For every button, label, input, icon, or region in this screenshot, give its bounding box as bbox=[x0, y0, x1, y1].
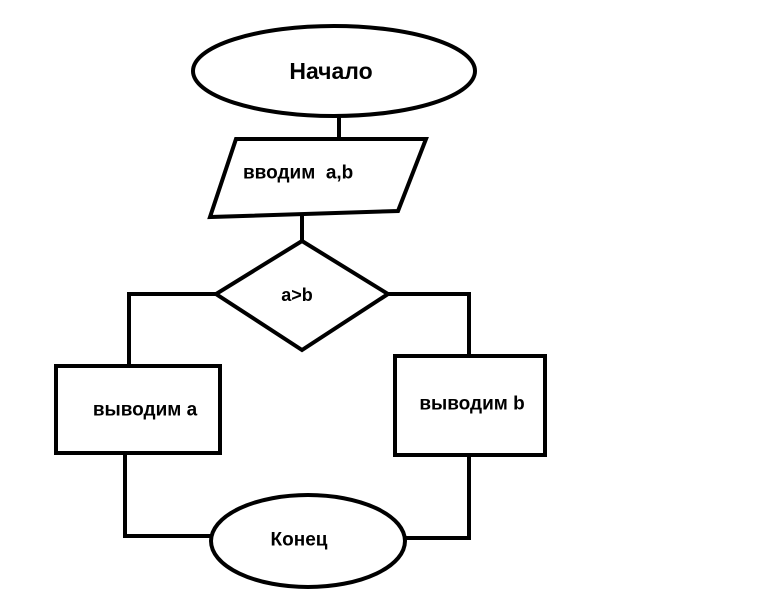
input-node: вводим a,b bbox=[207, 137, 429, 220]
connector-decision-output-a bbox=[127, 292, 216, 366]
connector-output-a-end bbox=[123, 453, 212, 538]
start-ellipse bbox=[191, 24, 477, 118]
end-ellipse bbox=[209, 493, 407, 589]
output-a-box bbox=[54, 364, 222, 455]
connector-output-b-end bbox=[405, 455, 471, 540]
output-a-node: выводим a bbox=[54, 364, 222, 455]
input-parallelogram bbox=[207, 137, 429, 220]
output-b-node: выводим b bbox=[393, 354, 547, 457]
end-label: Конец bbox=[271, 530, 328, 551]
decision-label: a>b bbox=[281, 285, 313, 305]
decision-diamond bbox=[212, 238, 392, 353]
decision-node: a>b bbox=[212, 238, 392, 353]
output-b-label: выводим b bbox=[419, 394, 524, 415]
input-label: вводим a,b bbox=[243, 163, 353, 184]
start-label: Начало bbox=[289, 58, 372, 84]
connector-decision-output-b bbox=[387, 292, 471, 356]
end-node: Конец bbox=[209, 493, 407, 589]
connectors bbox=[123, 116, 471, 540]
output-b-box bbox=[393, 354, 547, 457]
output-a-label: выводим a bbox=[93, 400, 198, 421]
start-node: Начало bbox=[191, 24, 477, 118]
